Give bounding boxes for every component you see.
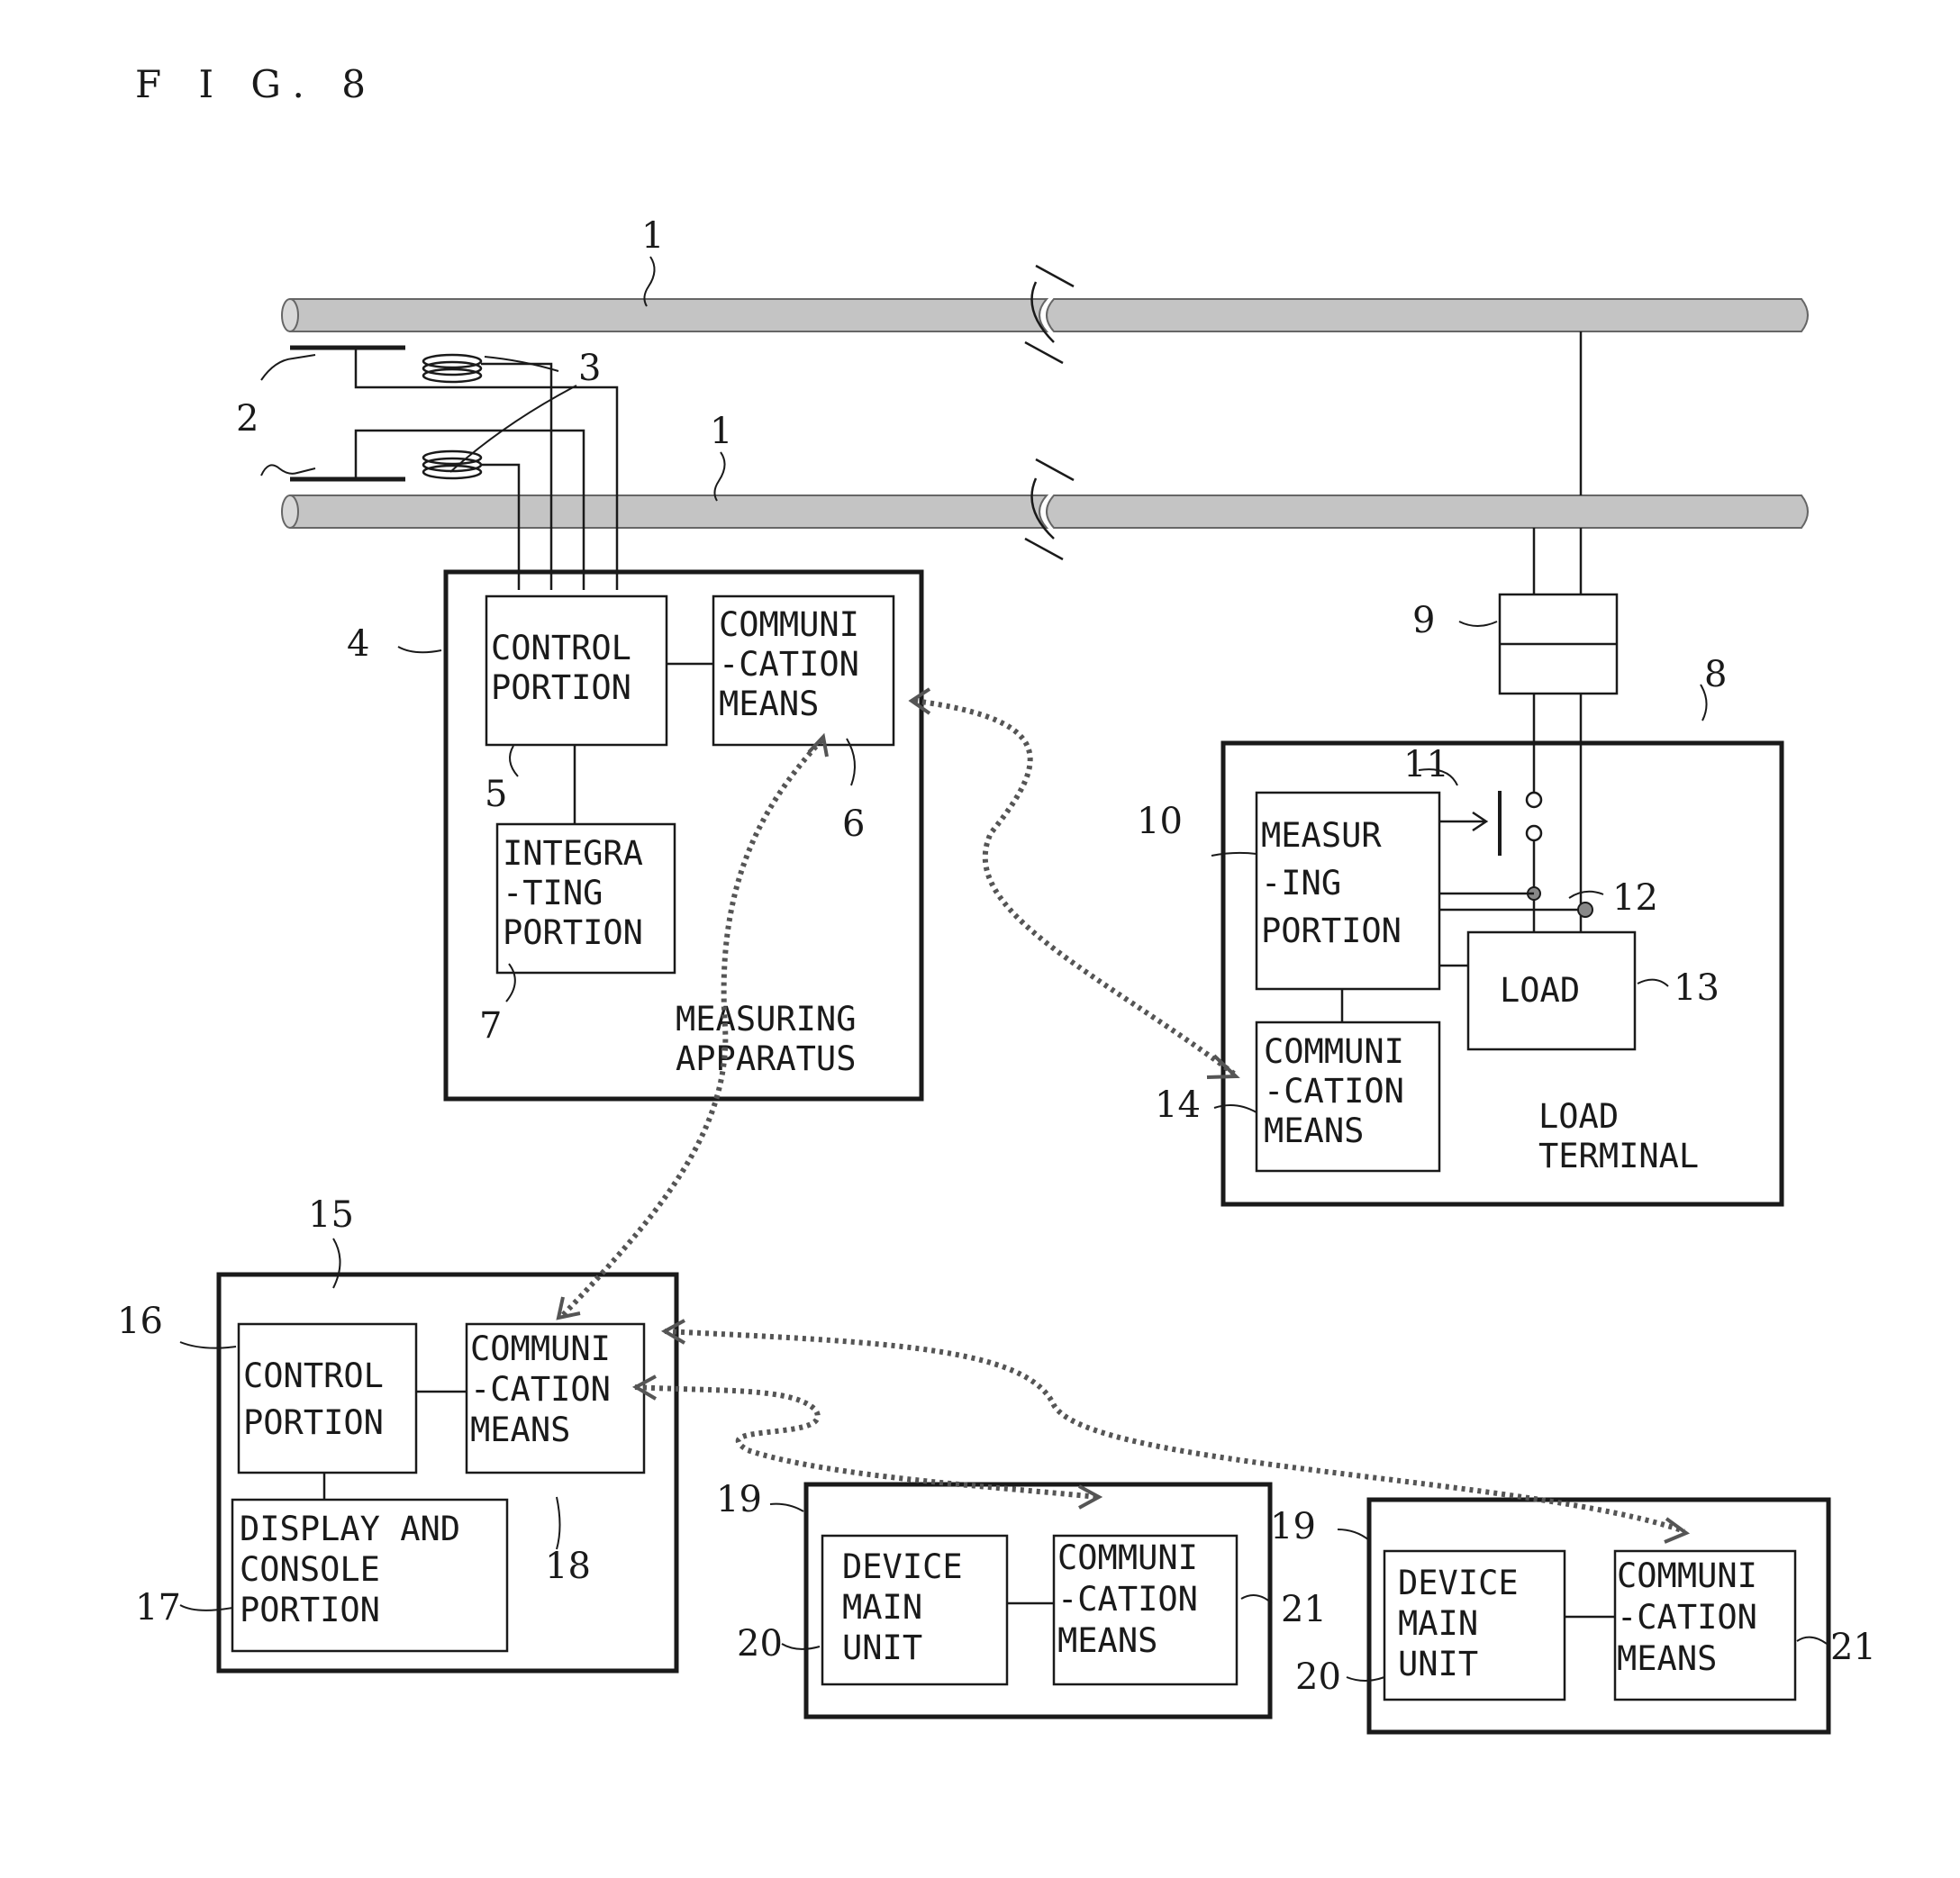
communication-means-21a-label-2: -CATION	[1057, 1580, 1198, 1619]
control-portion-16-label: CONTROL	[243, 1356, 384, 1395]
ref-18: 18	[545, 1546, 591, 1587]
communication-means-21b-label-3: MEANS	[1617, 1639, 1717, 1678]
link-18-to-21a	[635, 1387, 1097, 1497]
ref-3: 3	[578, 348, 601, 389]
display-console-17-label-2: CONSOLE	[240, 1550, 380, 1589]
communication-means-21b-label: COMMUNI	[1617, 1556, 1757, 1595]
device-main-unit-20a-label: DEVICE	[842, 1547, 963, 1586]
measuring-apparatus-label-2: APPARATUS	[676, 1039, 856, 1078]
integrating-portion-7-label-2: -TING	[503, 874, 603, 912]
communication-means-18-label-3: MEANS	[470, 1411, 570, 1449]
device-main-unit-20a-label-2: MAIN	[842, 1588, 922, 1627]
ref-19b: 19	[1270, 1506, 1316, 1547]
measuring-portion-10-label-2: -ING	[1261, 864, 1341, 903]
ref-11: 11	[1403, 744, 1449, 785]
measuring-apparatus-label: MEASURING	[676, 1000, 856, 1039]
power-line-bottom	[282, 495, 1808, 528]
ref-8: 8	[1704, 654, 1727, 695]
power-line-top	[282, 299, 1808, 331]
figure-title: F I G. 8	[135, 62, 378, 106]
ref-14: 14	[1155, 1084, 1201, 1126]
load-13-label: LOAD	[1500, 971, 1580, 1010]
ref-17: 17	[135, 1587, 181, 1629]
ref-21a: 21	[1281, 1589, 1327, 1630]
load-terminal-label: LOAD	[1538, 1097, 1619, 1136]
device-main-unit-20b-label: DEVICE	[1398, 1564, 1519, 1602]
ref-6: 6	[842, 803, 865, 845]
display-console-17-label-3: PORTION	[240, 1591, 380, 1629]
communication-means-14-label-3: MEANS	[1264, 1111, 1364, 1150]
control-portion-5-label-2: PORTION	[491, 668, 631, 707]
communication-means-6-label: COMMUNI	[719, 605, 859, 644]
control-portion-16-box	[239, 1324, 416, 1473]
ref-1-top: 1	[641, 215, 664, 257]
ref-13: 13	[1674, 967, 1720, 1009]
load-terminal-label-2: TERMINAL	[1538, 1137, 1699, 1175]
switch-11-icon	[1439, 791, 1541, 892]
ref-2: 2	[236, 398, 259, 440]
communication-means-18-label: COMMUNI	[470, 1329, 611, 1368]
communication-means-18-label-2: -CATION	[470, 1370, 611, 1409]
ref-20a: 20	[737, 1623, 783, 1665]
device-main-unit-20b-label-3: UNIT	[1398, 1645, 1478, 1683]
link-6-to-14	[914, 701, 1234, 1074]
measuring-portion-10-label-3: PORTION	[1261, 912, 1402, 950]
communication-means-21a-label: COMMUNI	[1057, 1538, 1198, 1577]
device-main-unit-20a-label-3: UNIT	[842, 1629, 922, 1667]
ref-9: 9	[1412, 600, 1435, 641]
communication-means-14-label-2: -CATION	[1264, 1072, 1404, 1111]
ref-21b: 21	[1830, 1627, 1876, 1668]
communication-means-14-label: COMMUNI	[1264, 1032, 1404, 1071]
ref-1-bottom: 1	[710, 411, 732, 452]
ref-10: 10	[1137, 801, 1183, 842]
ref-5: 5	[485, 774, 507, 815]
control-portion-16-label-2: PORTION	[243, 1403, 384, 1442]
measuring-portion-10-label: MEASUR	[1261, 816, 1382, 855]
ref-20b: 20	[1295, 1656, 1341, 1698]
integrating-portion-7-label: INTEGRA	[503, 834, 643, 873]
communication-means-21b-label-2: -CATION	[1617, 1598, 1757, 1637]
sensing-point-12-icon	[1439, 887, 1592, 932]
device-main-unit-20b-label-2: MAIN	[1398, 1604, 1478, 1643]
communication-means-6-label-2: -CATION	[719, 645, 859, 684]
integrating-portion-7-label-3: PORTION	[503, 913, 643, 952]
wireless-links	[558, 689, 1686, 1542]
current-transformer-top-icon	[423, 355, 551, 590]
ref-4: 4	[347, 623, 369, 665]
control-portion-5-label: CONTROL	[491, 629, 631, 667]
ref-12: 12	[1612, 877, 1658, 919]
display-console-17-label: DISPLAY AND	[240, 1510, 460, 1548]
communication-means-6-label-3: MEANS	[719, 685, 819, 723]
ref-7: 7	[479, 1005, 502, 1047]
ref-15: 15	[308, 1194, 354, 1236]
ref-19a: 19	[716, 1479, 762, 1520]
ref-16: 16	[117, 1301, 163, 1342]
communication-means-21a-label-3: MEANS	[1057, 1621, 1157, 1660]
